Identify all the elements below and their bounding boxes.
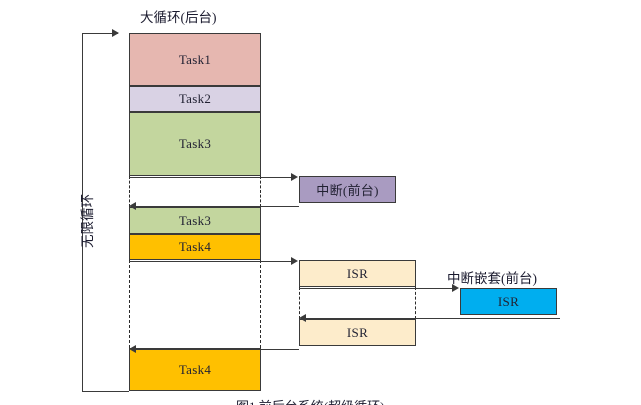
- nested-interrupt-title: 中断嵌套(前台): [447, 271, 537, 286]
- loop-bracket-top: [82, 33, 118, 34]
- loop-bracket-left: [82, 33, 83, 392]
- isr-box-bottom[interactable]: ISR: [299, 319, 416, 346]
- arrow-line-from-nested-isr: [303, 318, 560, 319]
- interrupt-box[interactable]: 中断(前台): [299, 176, 396, 203]
- task-box-task3-second[interactable]: Task3: [129, 207, 261, 234]
- loop-bracket-bottom: [82, 391, 129, 392]
- task-box-task4-second[interactable]: Task4: [129, 348, 261, 391]
- arrow-head-to-nested-isr-icon: [452, 283, 459, 292]
- timeline-dash-left-gap2: [129, 260, 130, 348]
- nested-isr-box[interactable]: ISR: [460, 288, 557, 315]
- arrow-line-to-nested-isr: [299, 288, 453, 289]
- timeline-dash-right-gap2: [260, 260, 261, 348]
- task-box-task2[interactable]: Task2: [129, 86, 261, 112]
- arrow-head-to-isr-top-icon: [291, 256, 298, 265]
- main-loop-title: 大循环(后台): [140, 10, 217, 25]
- arrow-line-from-isr-bottom: [133, 349, 299, 350]
- arrow-head-from-nested-isr-icon: [299, 313, 306, 322]
- timeline-dash-left-gap1: [129, 176, 130, 207]
- timeline-dash-right-gap1: [260, 176, 261, 207]
- infinite-loop-label: 无限循环: [80, 194, 95, 248]
- arrow-line-from-interrupt: [133, 206, 299, 207]
- arrow-line-to-interrupt: [129, 177, 292, 178]
- isr-dash-left: [299, 287, 300, 319]
- isr-box-top[interactable]: ISR: [299, 260, 416, 287]
- arrow-head-to-interrupt-icon: [291, 172, 298, 181]
- task-box-task4-first[interactable]: Task4: [129, 234, 261, 260]
- task-box-task1[interactable]: Task1: [129, 33, 261, 86]
- task-box-task3-first[interactable]: Task3: [129, 112, 261, 176]
- isr-dash-right: [415, 287, 416, 319]
- arrow-line-to-isr-top: [129, 261, 292, 262]
- loop-arrow-icon: [112, 28, 119, 37]
- figure-caption: 图1 前后台系统(超级循环): [236, 396, 384, 405]
- arrow-head-from-isr-bottom-icon: [129, 344, 136, 353]
- arrow-head-from-interrupt-icon: [129, 201, 136, 210]
